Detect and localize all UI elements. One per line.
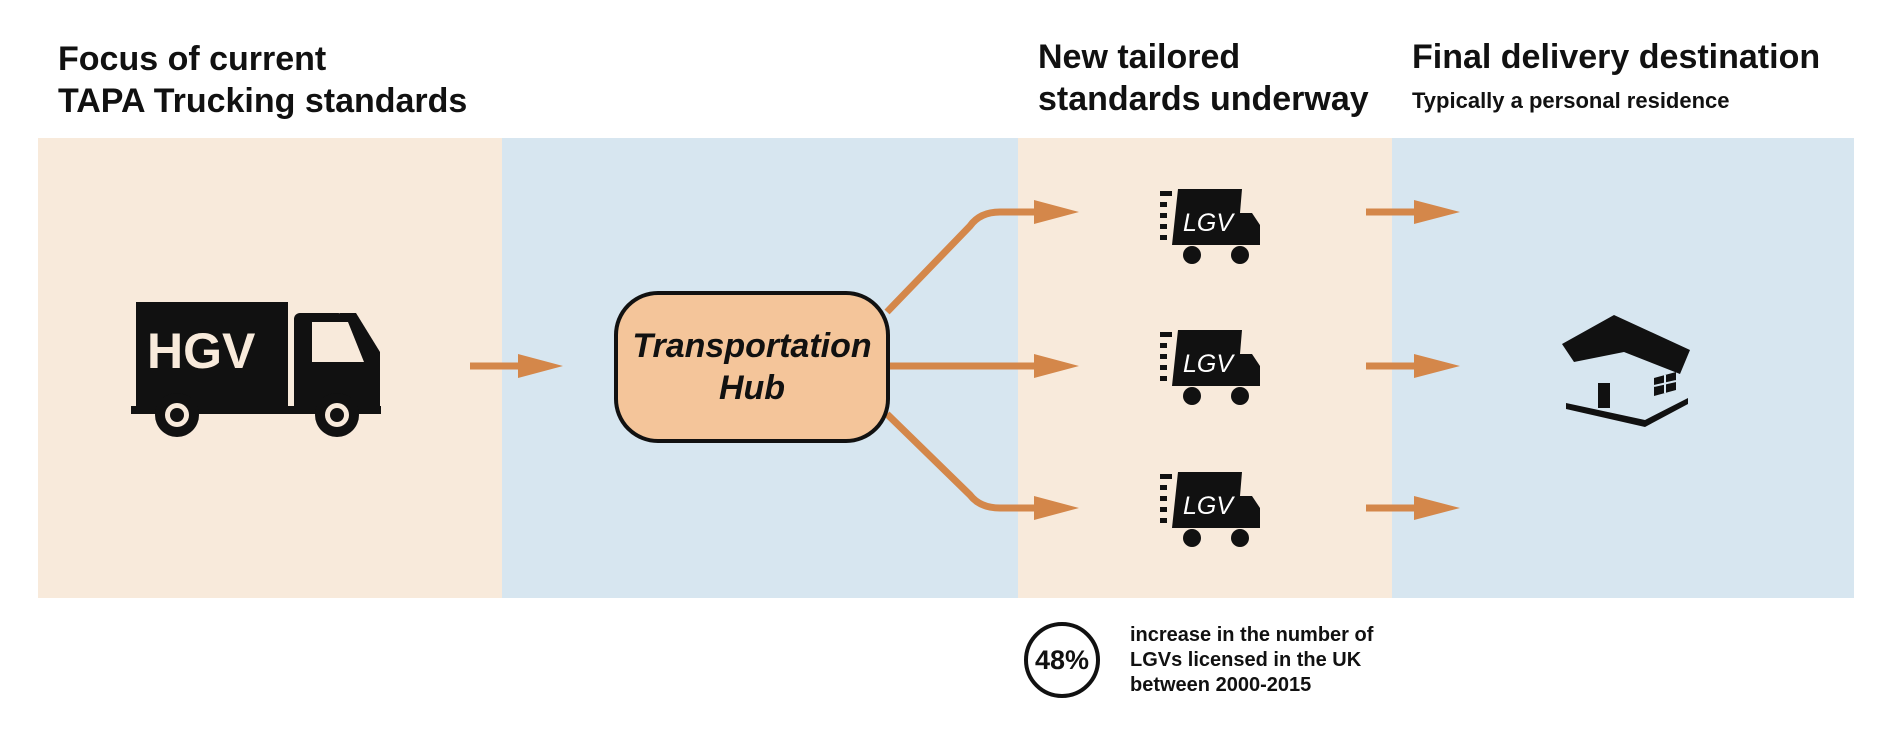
hgv-label: HGV [147, 323, 256, 379]
lgv-label-bottom: LGV [1183, 492, 1235, 520]
destination-subtitle: Typically a personal residence [1412, 88, 1730, 113]
lgv-heading: New tailored standards underway [1038, 36, 1369, 120]
hub-label-line2: Hub [718, 369, 786, 407]
arrow-hub-to-lgv-bottom [884, 411, 1079, 520]
hgv-heading-line1: Focus of current [58, 40, 327, 78]
arrow-hub-to-lgv-top [884, 200, 1079, 315]
lgv-heading-line1: New tailored [1038, 38, 1241, 76]
lgv-heading-line2: standards underway [1038, 80, 1369, 118]
lgv-label-top: LGV [1183, 209, 1235, 237]
hub-label-line1: Transportation [632, 327, 872, 365]
lgv-label-middle: LGV [1183, 350, 1235, 378]
stat-line2: LGVs licensed in the UK [1130, 649, 1362, 671]
hgv-truck-icon [131, 302, 381, 437]
arrow-lgv-to-destination-top [1366, 200, 1460, 224]
transportation-hub: Transportation Hub [614, 291, 890, 443]
stat-line1: increase in the number of [1130, 624, 1374, 646]
house-icon [1562, 315, 1690, 427]
stat-value: 48% [1034, 644, 1090, 675]
arrow-lgv-to-destination-bottom [1366, 496, 1460, 520]
hub-label: Transportation Hub [632, 325, 871, 409]
hgv-heading: Focus of current TAPA Trucking standards [58, 38, 467, 122]
hgv-heading-line2: TAPA Trucking standards [58, 82, 468, 120]
band-destination [1392, 138, 1854, 598]
arrow-hgv-to-hub [470, 354, 563, 378]
arrow-lgv-to-destination-middle [1366, 354, 1460, 378]
stat-description: increase in the number of LGVs licensed … [1130, 623, 1380, 698]
arrow-hub-to-lgv-middle [890, 354, 1079, 378]
stat-line3: between 2000-2015 [1130, 674, 1312, 696]
destination-heading: Final delivery destination [1412, 38, 1821, 76]
stat-value-badge: 48% [1024, 622, 1100, 698]
